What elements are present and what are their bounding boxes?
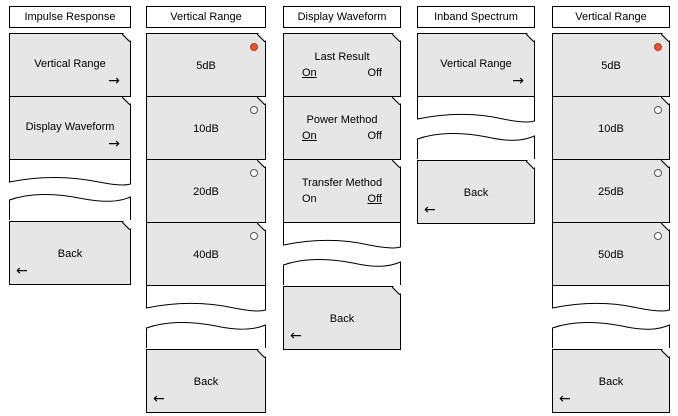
radio-selected-icon [250,43,258,51]
right-arrow-icon: → [108,73,120,89]
key-corner [661,160,669,168]
key-corner [122,97,130,105]
key-corner [122,34,130,42]
menu-continuation-break [9,160,131,220]
radio-unselected-icon [654,106,662,114]
range-option-key[interactable]: 50dB [552,222,670,286]
key-corner [392,160,400,168]
range-option-key[interactable]: 10dB [146,96,266,160]
range-option-key[interactable]: 5dB [146,33,266,97]
key-label: Back [57,248,83,260]
key-corner [257,34,265,42]
display-waveform-key[interactable]: Display Waveform → [9,96,131,160]
range-option-key[interactable]: 10dB [552,96,670,160]
key-label: 10dB [193,123,219,135]
right-arrow-icon: → [108,136,120,152]
toggle-off-label: Off [367,193,382,205]
toggle-options: On Off [302,130,382,142]
menu-title: Display Waveform [283,6,401,28]
key-corner [392,34,400,42]
key-label: Display Waveform [25,121,115,133]
key-corner [661,34,669,42]
last-result-toggle-key[interactable]: Last Result On Off [283,33,401,97]
key-label: 50dB [598,249,624,261]
key-corner [392,97,400,105]
key-corner [257,97,265,105]
key-corner [122,222,130,230]
menu-title: Vertical Range [552,6,670,28]
left-arrow-icon: ← [290,328,302,344]
key-corner [661,97,669,105]
key-label: 5dB [601,60,621,72]
key-label: Vertical Range [34,58,106,70]
toggle-options: On Off [302,193,382,205]
toggle-on-label: On [302,130,317,142]
key-label: Back [193,376,219,388]
key-label: 40dB [193,249,219,261]
menu-continuation-break [417,97,535,159]
radio-unselected-icon [654,169,662,177]
transfer-method-toggle-key[interactable]: Transfer Method On Off [283,159,401,223]
key-corner [257,223,265,231]
menu-title: Impulse Response [9,6,131,28]
left-arrow-icon: ← [153,391,165,407]
key-corner [526,34,534,42]
vertical-range-key[interactable]: Vertical Range → [9,33,131,97]
key-label: 10dB [598,123,624,135]
toggle-options: On Off [302,67,382,79]
left-arrow-icon: ← [16,263,28,279]
key-label: Back [463,187,489,199]
key-label: 20dB [193,186,219,198]
key-label: 5dB [196,60,216,72]
key-label: Back [598,376,624,388]
menu-continuation-break [552,286,670,348]
key-corner [526,161,534,169]
back-key[interactable]: Back ← [552,349,670,413]
radio-selected-icon [654,43,662,51]
radio-unselected-icon [654,232,662,240]
range-option-key[interactable]: 20dB [146,159,266,223]
toggle-off-label: Off [367,130,382,142]
radio-unselected-icon [250,106,258,114]
radio-unselected-icon [250,169,258,177]
key-label: Power Method [306,114,378,126]
key-corner [257,350,265,358]
key-corner [661,223,669,231]
key-label: Vertical Range [440,58,512,70]
menu-continuation-break [283,223,401,285]
key-label: Back [329,313,355,325]
back-key[interactable]: Back ← [417,160,535,224]
key-label: Last Result [314,51,370,63]
menu-title: Vertical Range [146,6,266,28]
power-method-toggle-key[interactable]: Power Method On Off [283,96,401,160]
left-arrow-icon: ← [424,202,436,218]
left-arrow-icon: ← [559,391,571,407]
key-corner [257,160,265,168]
menu-title: Inband Spectrum [417,6,535,28]
key-label: 25dB [598,186,624,198]
toggle-on-label: On [302,67,317,79]
range-option-key[interactable]: 5dB [552,33,670,97]
range-option-key[interactable]: 25dB [552,159,670,223]
back-key[interactable]: Back ← [9,221,131,285]
key-corner [661,350,669,358]
range-option-key[interactable]: 40dB [146,222,266,286]
toggle-on-label: On [302,193,317,205]
back-key[interactable]: Back ← [146,349,266,413]
vertical-range-key[interactable]: Vertical Range → [417,33,535,97]
back-key[interactable]: Back ← [283,286,401,350]
toggle-off-label: Off [367,67,382,79]
key-label: Transfer Method [301,177,383,189]
right-arrow-icon: → [512,73,524,89]
menu-continuation-break [146,286,266,348]
radio-unselected-icon [250,232,258,240]
key-corner [392,287,400,295]
